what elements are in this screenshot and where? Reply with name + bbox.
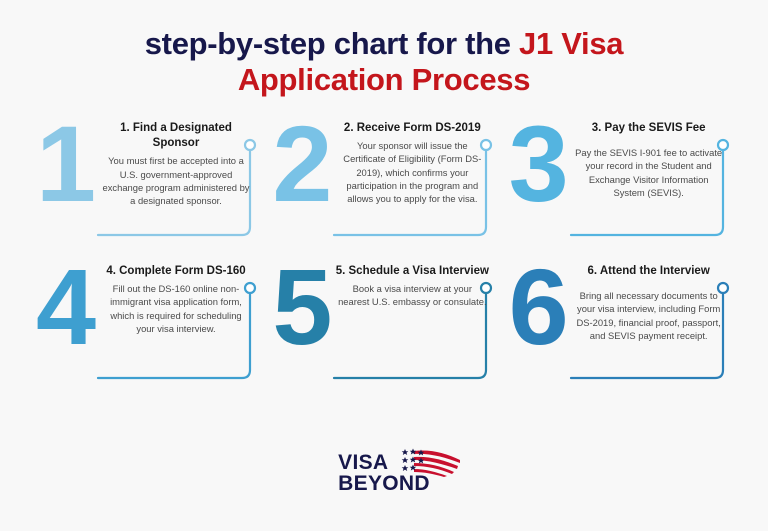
step-title-2: 2. Receive Form DS-2019 [343, 121, 481, 134]
step-card-6: 6 6. Attend the Interview Bring all nece… [507, 252, 734, 385]
step-connector-2 [330, 121, 495, 237]
step-title-1: 1. Find a Designated Sponsor [120, 121, 232, 150]
title-text-primary: step-by-step chart for the [144, 26, 520, 61]
step-body-6: Bring all necessary documents to your vi… [576, 290, 721, 342]
step-numeral-2: 2 [272, 102, 332, 224]
step-body-5: Book a visa interview at your nearest U.… [338, 283, 487, 308]
step-connector-6 [567, 264, 732, 380]
step-title-3: 3. Pay the SEVIS Fee [591, 121, 706, 134]
step-numeral-5: 5 [272, 245, 332, 367]
step-title-6: 6. Attend the Interview [587, 264, 710, 277]
step-numeral-3: 3 [508, 102, 569, 224]
page-title: step-by-step chart for the J1 Visa Appli… [0, 0, 768, 98]
visa-beyond-logo: VISA BEYOND [338, 448, 461, 495]
step-connector-3 [567, 121, 732, 237]
title-line-2: Application Process [237, 61, 531, 97]
step-body-2: Your sponsor will issue the Certificate … [343, 140, 482, 205]
step-connector-4 [94, 264, 259, 380]
step-title-4: 4. Complete Form DS-160 [106, 264, 246, 277]
title-text-highlight: J1 Visa [519, 26, 624, 61]
step-connector-5 [330, 264, 495, 380]
step-content-4: 4. Complete Form DS-160 Fill out the DS-… [96, 264, 256, 336]
step-connector-1 [94, 121, 259, 237]
logo-line-2: BEYOND [338, 472, 430, 496]
step-card-1: 1 1. Find a Designated Sponsor You must … [34, 109, 261, 242]
step-card-3: 3 3. Pay the SEVIS Fee Pay the SEVIS I-9… [507, 109, 734, 242]
step-content-1: 1. Find a Designated Sponsor You must fi… [96, 121, 256, 208]
step-numeral-1: 1 [36, 102, 96, 224]
footer-logo: VISA BEYOND [0, 448, 768, 495]
step-numeral-6: 6 [508, 245, 569, 367]
step-title-5: 5. Schedule a Visa Interview [335, 264, 489, 277]
step-content-3: 3. Pay the SEVIS Fee Pay the SEVIS I-901… [569, 121, 729, 200]
step-card-2: 2 2. Receive Form DS-2019 Your sponsor w… [270, 109, 497, 242]
step-content-5: 5. Schedule a Visa Interview Book a visa… [332, 264, 492, 309]
step-card-5: 5 5. Schedule a Visa Interview Book a vi… [270, 252, 497, 385]
us-flag-swoosh-icon [400, 448, 462, 483]
step-body-1: You must first be accepted into a U.S. g… [102, 155, 250, 207]
step-numeral-4: 4 [36, 245, 96, 367]
steps-grid: 1 1. Find a Designated Sponsor You must … [34, 109, 734, 385]
step-content-2: 2. Receive Form DS-2019 Your sponsor wil… [332, 121, 492, 206]
step-body-3: Pay the SEVIS I-901 fee to activate your… [575, 147, 723, 199]
step-content-6: 6. Attend the Interview Bring all necess… [569, 264, 729, 343]
step-body-4: Fill out the DS-160 online non-immigrant… [110, 283, 242, 335]
logo-wordmark: VISA BEYOND [338, 453, 430, 495]
step-card-4: 4 4. Complete Form DS-160 Fill out the D… [34, 252, 261, 385]
logo-line-1: VISA [338, 451, 389, 475]
title-line-1: step-by-step chart for the J1 Visa [0, 26, 768, 62]
